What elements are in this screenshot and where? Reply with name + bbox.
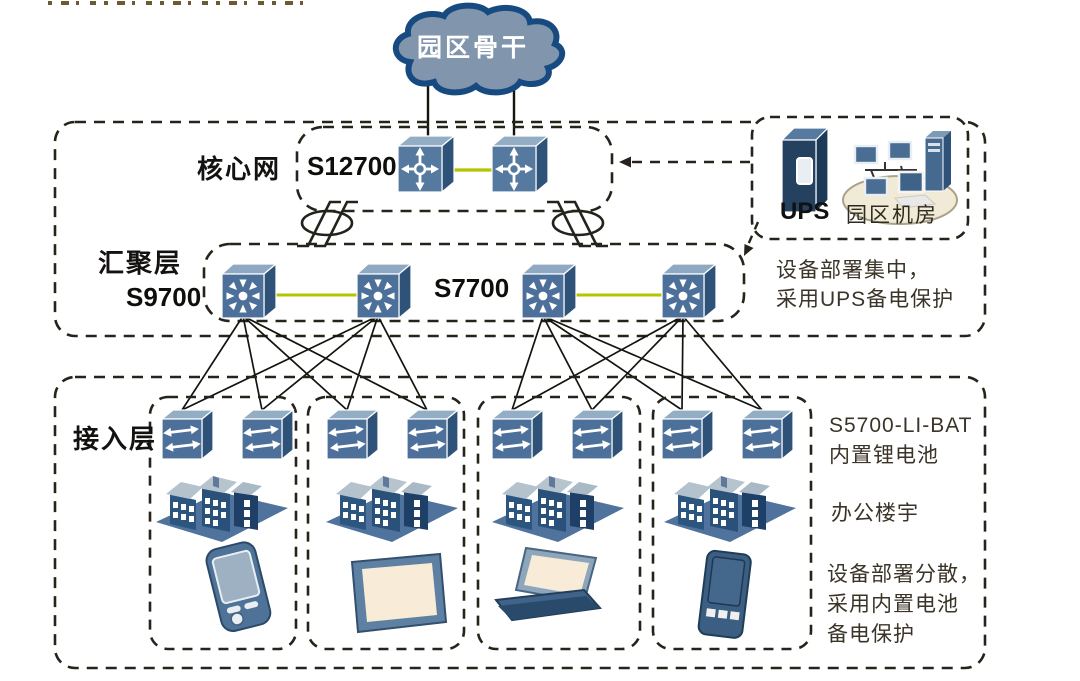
access-switch-icon-5 bbox=[491, 409, 544, 460]
tablet-screen-icon bbox=[350, 552, 448, 634]
ups-icon bbox=[780, 126, 830, 214]
access-note-line1: 设备部署分散， bbox=[827, 563, 981, 586]
access-group-box-1 bbox=[148, 395, 298, 651]
access-switch-icon-4 bbox=[406, 409, 459, 460]
core-aggregation-zone-box bbox=[53, 120, 987, 338]
cloud-label: 园区骨干 bbox=[416, 34, 529, 62]
aggregation-note-line1: 设备部署集中， bbox=[776, 259, 930, 282]
office-building-icon-1 bbox=[156, 476, 288, 542]
access-group-box-2 bbox=[306, 395, 466, 651]
campus-backbone-cloud bbox=[392, 2, 566, 96]
access-switch-icon-1 bbox=[161, 409, 214, 460]
access-note-line2: 采用内置电池 bbox=[827, 593, 959, 616]
ups-label: UPS bbox=[780, 198, 830, 225]
aggregation-switch-icon-2 bbox=[357, 264, 411, 318]
access-switch-icon-2 bbox=[241, 409, 294, 460]
laptop-icon bbox=[494, 546, 602, 622]
aggregation-note-line2: 采用UPS备电保护 bbox=[776, 288, 955, 311]
pda-phone-icon bbox=[205, 541, 272, 632]
access-note-line3: 备电保护 bbox=[827, 623, 915, 646]
aggregation-left-device-label: S9700 bbox=[126, 282, 202, 312]
access-switch-icon-8 bbox=[741, 409, 794, 460]
office-building-icon-3 bbox=[492, 476, 624, 542]
server-room-icon bbox=[842, 131, 958, 225]
aggregation-right-device-label: S7700 bbox=[434, 273, 510, 303]
dashed-arrow-to-core bbox=[619, 156, 750, 168]
core-switch-icon-2 bbox=[490, 134, 550, 194]
aggregation-switch-icon-1 bbox=[222, 264, 276, 318]
aggregation-access-links bbox=[181, 315, 763, 411]
access-group-box-4 bbox=[651, 395, 813, 651]
link-aggregation-symbol-left bbox=[295, 200, 360, 248]
dashed-arrow-to-aggregation bbox=[744, 221, 760, 256]
office-building-icon-2 bbox=[326, 476, 458, 542]
server-tower-icon bbox=[924, 131, 951, 192]
core-switch-icon-1 bbox=[396, 134, 456, 194]
handheld-device-icon bbox=[697, 549, 752, 639]
core-layer-label: 核心网 bbox=[197, 154, 282, 184]
office-building-icon-4 bbox=[664, 476, 796, 542]
workstation-icons bbox=[853, 140, 937, 209]
aggregation-switch-icon-3 bbox=[522, 264, 576, 318]
aggregation-layer-box bbox=[202, 242, 746, 323]
access-group-box-3 bbox=[476, 395, 642, 651]
access-switch-icon-6 bbox=[571, 409, 624, 460]
aggregation-layer-label: 汇聚层 bbox=[98, 248, 183, 278]
building-label: 办公楼宇 bbox=[831, 502, 919, 525]
access-model-label-line1: S5700-LI-BAT bbox=[829, 414, 973, 437]
server-room-label: 园区机房 bbox=[846, 204, 938, 227]
access-switch-icon-7 bbox=[661, 409, 714, 460]
access-model-label-line2: 内置锂电池 bbox=[829, 444, 939, 467]
access-zone-box bbox=[53, 375, 987, 670]
core-device-label: S12700 bbox=[307, 151, 397, 181]
access-switch-icon-3 bbox=[326, 409, 379, 460]
access-layer-label: 接入层 bbox=[73, 424, 158, 454]
aggregation-switch-icon-4 bbox=[662, 264, 716, 318]
